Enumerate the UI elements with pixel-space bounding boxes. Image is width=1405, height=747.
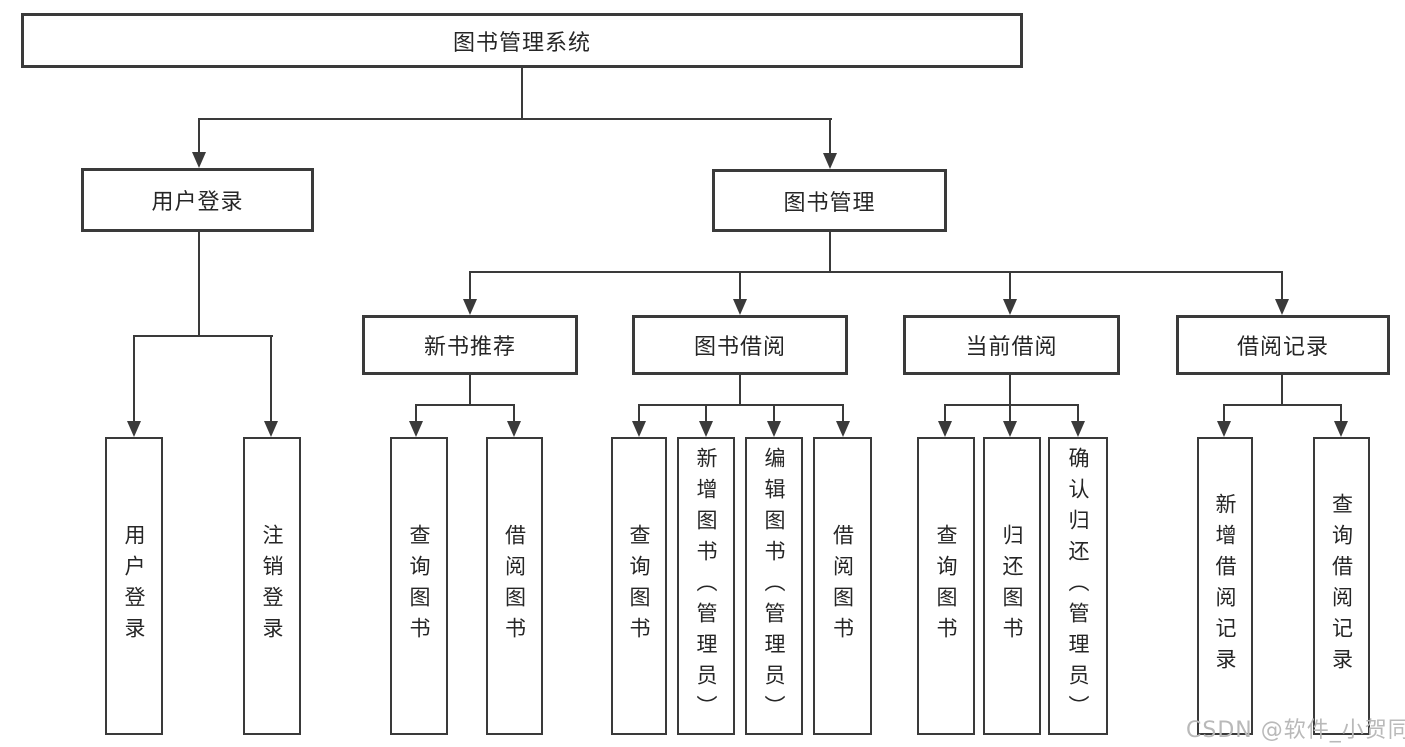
node-label: 查询图书 xyxy=(627,524,651,648)
arrowhead-leaf-logout xyxy=(264,421,278,437)
arrowhead-borrow-records xyxy=(1275,299,1289,315)
connector-drop-user-login xyxy=(198,118,200,154)
arrowhead-add-books xyxy=(699,421,713,437)
connector-drop-add-borrow-record xyxy=(1223,404,1225,423)
connector-drop-borrow-books-2 xyxy=(842,404,844,423)
node-label: 查询图书 xyxy=(934,524,958,648)
node-book-management: 图书管理 xyxy=(712,169,947,232)
connector-book-borrowing-stem xyxy=(739,375,741,406)
leaf-node-query-books-1: 查询图书 xyxy=(390,437,448,735)
arrowhead-user-login xyxy=(192,152,206,168)
node-new-book-recommend: 新书推荐 xyxy=(362,315,578,375)
connector-drop-query-books-1 xyxy=(415,404,417,423)
connector-drop-borrow-records xyxy=(1281,271,1283,303)
leaf-node-logout: 注销登录 xyxy=(243,437,301,735)
connector-current-borrowing-stem xyxy=(1009,375,1011,406)
node-label: 新增借阅记录 xyxy=(1213,493,1237,679)
connector-borrow-records-rail xyxy=(1223,404,1342,406)
connector-drop-current-borrowing xyxy=(1009,271,1011,303)
arrowhead-query-books-1 xyxy=(409,421,423,437)
connector-borrow-records-stem xyxy=(1281,375,1283,406)
leaf-node-query-books-3: 查询图书 xyxy=(917,437,975,735)
connector-root-stem xyxy=(521,68,523,120)
connector-drop-new-book-recommend xyxy=(469,271,471,303)
arrowhead-current-borrowing xyxy=(1003,299,1017,315)
leaf-node-query-books-2: 查询图书 xyxy=(611,437,667,735)
connector-user-login-stem xyxy=(198,232,200,337)
node-label: 归还图书 xyxy=(1000,524,1024,648)
connector-new-book-rail xyxy=(415,404,515,406)
node-label: 图书管理系统 xyxy=(452,30,591,56)
node-label: 注销登录 xyxy=(260,524,284,648)
arrowhead-book-borrowing xyxy=(733,299,747,315)
arrowhead-new-book-recommend xyxy=(463,299,477,315)
arrowhead-borrow-books-1 xyxy=(507,421,521,437)
connector-drop-confirm-return xyxy=(1077,404,1079,423)
connector-drop-book-management xyxy=(829,118,831,154)
connector-drop-book-borrowing xyxy=(739,271,741,303)
leaf-node-borrow-books-2: 借阅图书 xyxy=(813,437,872,735)
node-label: 查询借阅记录 xyxy=(1329,493,1354,679)
arrowhead-add-borrow-record xyxy=(1217,421,1231,437)
arrowhead-book-management xyxy=(823,153,837,169)
connector-drop-query-books-2 xyxy=(638,404,640,423)
node-label: 新增图书（管理员） xyxy=(694,446,718,726)
leaf-node-borrow-books-1: 借阅图书 xyxy=(486,437,543,735)
arrowhead-edit-books xyxy=(767,421,781,437)
arrowhead-borrow-books-2 xyxy=(836,421,850,437)
node-label: 用户登录 xyxy=(122,524,146,648)
node-label: 借阅图书 xyxy=(502,524,527,648)
arrowhead-return-books xyxy=(1003,421,1017,437)
node-label: 查询图书 xyxy=(407,524,431,648)
leaf-node-add-books-admin: 新增图书（管理员） xyxy=(677,437,735,735)
node-library-management-system: 图书管理系统 xyxy=(21,13,1023,68)
node-label: 图书管理 xyxy=(783,190,876,216)
node-label: 当前借阅 xyxy=(965,335,1058,360)
connector-current-borrowing-rail xyxy=(944,404,1079,406)
connector-drop-leaf-user-login xyxy=(133,335,135,423)
node-borrow-records: 借阅记录 xyxy=(1176,315,1390,375)
connector-drop-leaf-logout xyxy=(270,335,272,423)
node-current-borrowing: 当前借阅 xyxy=(903,315,1120,375)
node-label: 借阅记录 xyxy=(1236,335,1329,360)
node-label: 图书借阅 xyxy=(693,335,786,360)
connector-level2-rail xyxy=(198,118,832,120)
leaf-node-user-login: 用户登录 xyxy=(105,437,163,735)
arrowhead-leaf-user-login xyxy=(127,421,141,437)
node-label: 用户登录 xyxy=(151,190,244,215)
connector-drop-query-borrow-record xyxy=(1340,404,1342,423)
leaf-node-confirm-return-admin: 确认归还（管理员） xyxy=(1048,437,1108,735)
leaf-node-query-borrow-record: 查询借阅记录 xyxy=(1313,437,1370,735)
leaf-node-add-borrow-record: 新增借阅记录 xyxy=(1197,437,1253,735)
connector-new-book-stem xyxy=(469,375,471,406)
arrowhead-query-books-2 xyxy=(632,421,646,437)
leaf-node-edit-books-admin: 编辑图书（管理员） xyxy=(745,437,803,735)
connector-drop-borrow-books-1 xyxy=(513,404,515,423)
arrowhead-confirm-return xyxy=(1071,421,1085,437)
arrowhead-query-borrow-record xyxy=(1334,421,1348,437)
connector-book-borrowing-rail xyxy=(638,404,844,406)
connector-user-login-rail xyxy=(133,335,273,337)
connector-drop-add-books xyxy=(705,404,707,423)
connector-book-management-stem xyxy=(829,232,831,273)
connector-drop-return-books xyxy=(1009,404,1011,423)
node-label: 确认归还（管理员） xyxy=(1066,446,1090,726)
csdn-watermark: CSDN @软件_小贺同学 xyxy=(1186,718,1405,743)
node-label: 新书推荐 xyxy=(423,335,516,360)
arrowhead-query-books-3 xyxy=(938,421,952,437)
connector-drop-edit-books xyxy=(773,404,775,423)
node-user-login: 用户登录 xyxy=(81,168,314,232)
connector-level3-rail xyxy=(469,271,1283,273)
node-book-borrowing: 图书借阅 xyxy=(632,315,848,375)
connector-drop-query-books-3 xyxy=(944,404,946,423)
leaf-node-return-books: 归还图书 xyxy=(983,437,1041,735)
node-label: 编辑图书（管理员） xyxy=(762,446,786,726)
node-label: 借阅图书 xyxy=(830,524,855,648)
